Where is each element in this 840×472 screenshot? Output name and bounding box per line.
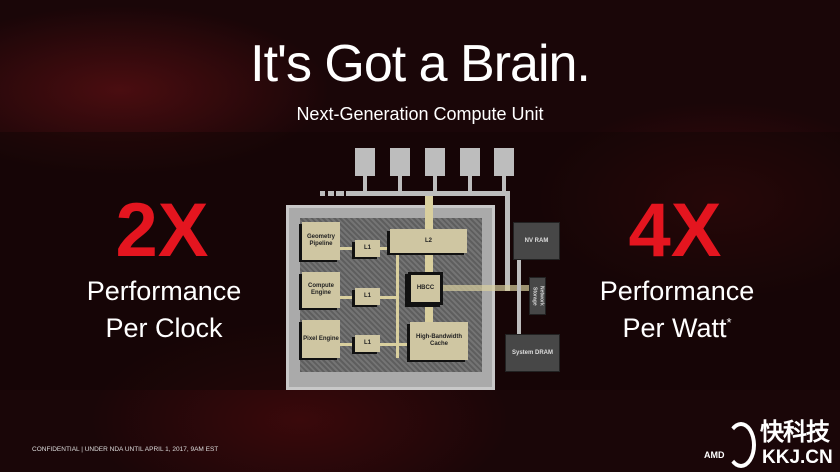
per-watt: Per Watt [622,313,727,343]
right-stat-label-2: Per Watt* [557,310,797,346]
l2-cache-block: L2 [390,229,467,253]
footnote-mark: * [726,315,732,330]
watermark-site: KKJ.CN [762,447,833,468]
left-stat-value: 2X [115,188,209,273]
l1-cache-block: L1 [355,288,380,305]
slide-subtitle: Next-Generation Compute Unit [296,104,544,124]
system-dram-block: System DRAM [505,334,560,372]
pixel-engine-block: Pixel Engine [302,320,340,358]
l1-cache-block: L1 [355,335,380,352]
right-stat-label-1: Performance [599,276,755,306]
amd-logo: AMD [704,450,725,460]
geometry-pipeline-block: Geometry Pipeline [302,222,340,260]
confidential-footer: CONFIDENTIAL | UNDER NDA UNTIL APRIL 1, … [32,446,219,453]
right-stat-value: 4X [628,188,722,273]
left-stat-label-1: Performance [86,276,242,306]
compute-engine-block: Compute Engine [302,272,340,308]
left-stat-label-2: Per Clock [105,313,223,343]
network-storage-block: Network Storage [529,277,546,315]
nv-ram-block: NV RAM [513,222,560,260]
hbcc-block: HBCC [408,272,443,305]
watermark-text: 快科技 [760,419,830,446]
watermark-logo-icon [726,422,756,468]
slide-title: It's Got a Brain. [250,35,591,93]
l1-cache-block: L1 [355,240,380,257]
high-bandwidth-cache-block: High-Bandwidth Cache [410,322,468,360]
